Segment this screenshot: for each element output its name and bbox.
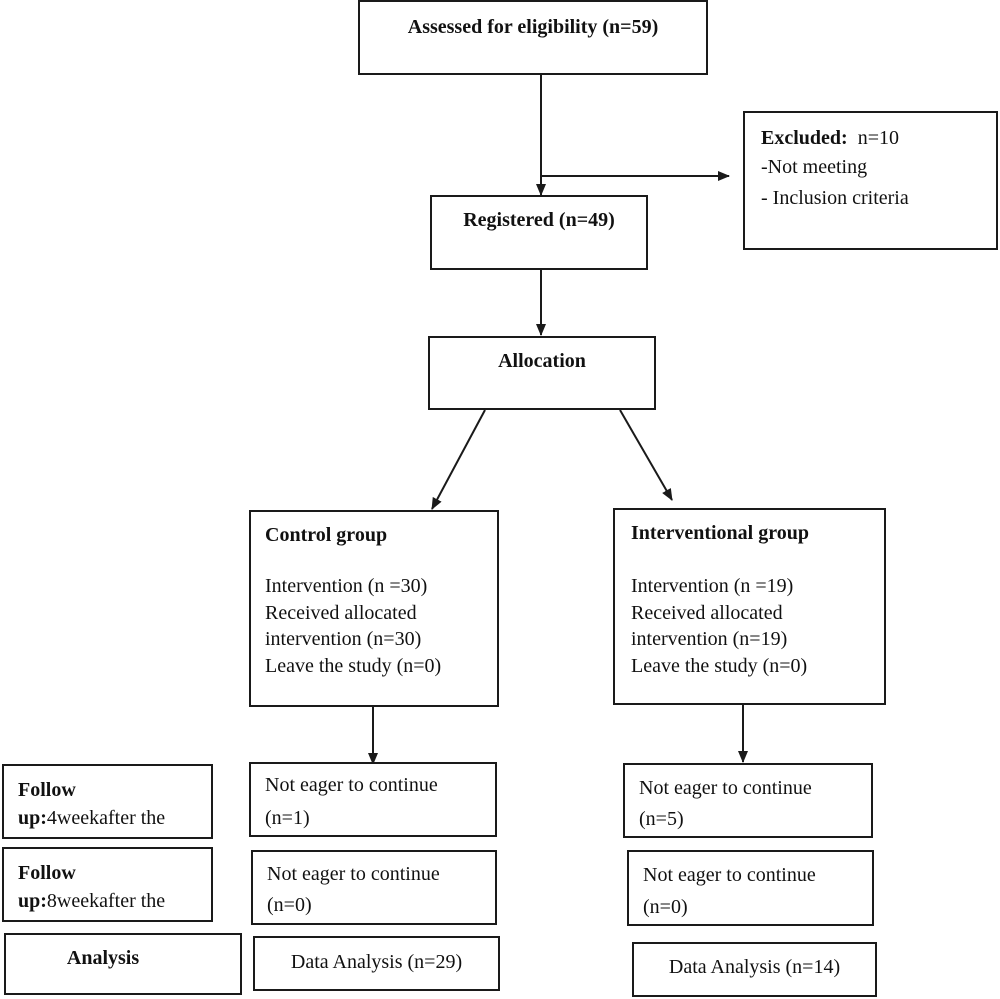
followup-8week-label-prefix: up: (18, 890, 47, 912)
followup-8week-label-rest: 8weekafter the (46, 890, 166, 912)
assessed-box: Assessed for eligibility (n=59) (358, 0, 708, 75)
control-followup-8week-line1: Not eager to continue (267, 863, 440, 885)
followup-4week-label-rest: 4weekafter the (46, 807, 166, 829)
analysis-label-box: Analysis (4, 933, 242, 995)
interventional-group-title: Interventional group (631, 522, 809, 544)
interventional-line-2: Received allocated (631, 602, 783, 624)
followup-4week-label-line1: Follow (18, 779, 76, 801)
control-line-4: Leave the study (n=0) (265, 655, 442, 677)
interventional-followup-4week-box: Not eager to continue (n=5) (623, 763, 873, 838)
control-analysis-box: Data Analysis (n=29) (253, 936, 500, 991)
control-line-1: Intervention (n =30) (265, 575, 428, 597)
control-group-title: Control group (265, 524, 388, 546)
interventional-analysis-box: Data Analysis (n=14) (632, 942, 877, 997)
excluded-count: n=10 (857, 127, 899, 149)
excluded-reason-1: -Not meeting (761, 156, 868, 178)
interventional-line-1: Intervention (n =19) (631, 575, 794, 597)
control-analysis-label: Data Analysis (n=29) (290, 951, 463, 973)
registered-label: Registered (n=49) (463, 209, 615, 231)
analysis-label: Analysis (66, 947, 140, 969)
allocation-label: Allocation (498, 350, 586, 372)
interventional-line-3: intervention (n=19) (631, 628, 788, 650)
followup-8week-label-line1: Follow (18, 862, 76, 884)
interventional-line-4: Leave the study (n=0) (631, 655, 808, 677)
control-followup-4week-box: Not eager to continue (n=1) (249, 762, 497, 837)
excluded-title: Excluded: (761, 127, 848, 149)
excluded-reason-2: - Inclusion criteria (761, 187, 909, 209)
control-followup-8week-line2: (n=0) (267, 894, 312, 916)
excluded-title-row: Excluded: n=10 (761, 125, 899, 151)
arrow-allocation-to-interventional (619, 409, 673, 501)
excluded-box: Excluded: n=10 -Not meeting - Inclusion … (743, 111, 998, 250)
followup-4week-label-box: Follow up:4weekafter the (2, 764, 213, 839)
interventional-analysis-label: Data Analysis (n=14) (668, 956, 841, 978)
followup-8week-label-line2: up:8weekafter the (18, 888, 165, 914)
registered-box: Registered (n=49) (430, 195, 648, 270)
interventional-followup-8week-line1: Not eager to continue (643, 864, 816, 886)
followup-4week-label-line2: up:4weekafter the (18, 805, 165, 831)
interventional-followup-4week-line2: (n=5) (639, 808, 684, 830)
interventional-followup-8week-line2: (n=0) (643, 896, 688, 918)
assessed-label: Assessed for eligibility (n=59) (407, 16, 659, 38)
followup-4week-label-prefix: up: (18, 807, 47, 829)
arrow-allocation-to-control (431, 409, 486, 510)
allocation-box: Allocation (428, 336, 656, 410)
interventional-group-box: Interventional group Intervention (n =19… (613, 508, 886, 705)
interventional-followup-8week-box: Not eager to continue (n=0) (627, 850, 874, 926)
control-line-2: Received allocated (265, 602, 417, 624)
control-followup-4week-line2: (n=1) (265, 807, 310, 829)
followup-8week-label-box: Follow up:8weekafter the (2, 847, 213, 922)
control-line-3: intervention (n=30) (265, 628, 422, 650)
control-group-box: Control group Intervention (n =30) Recei… (249, 510, 499, 707)
control-followup-4week-line1: Not eager to continue (265, 774, 438, 796)
interventional-followup-4week-line1: Not eager to continue (639, 777, 812, 799)
control-followup-8week-box: Not eager to continue (n=0) (251, 850, 497, 925)
